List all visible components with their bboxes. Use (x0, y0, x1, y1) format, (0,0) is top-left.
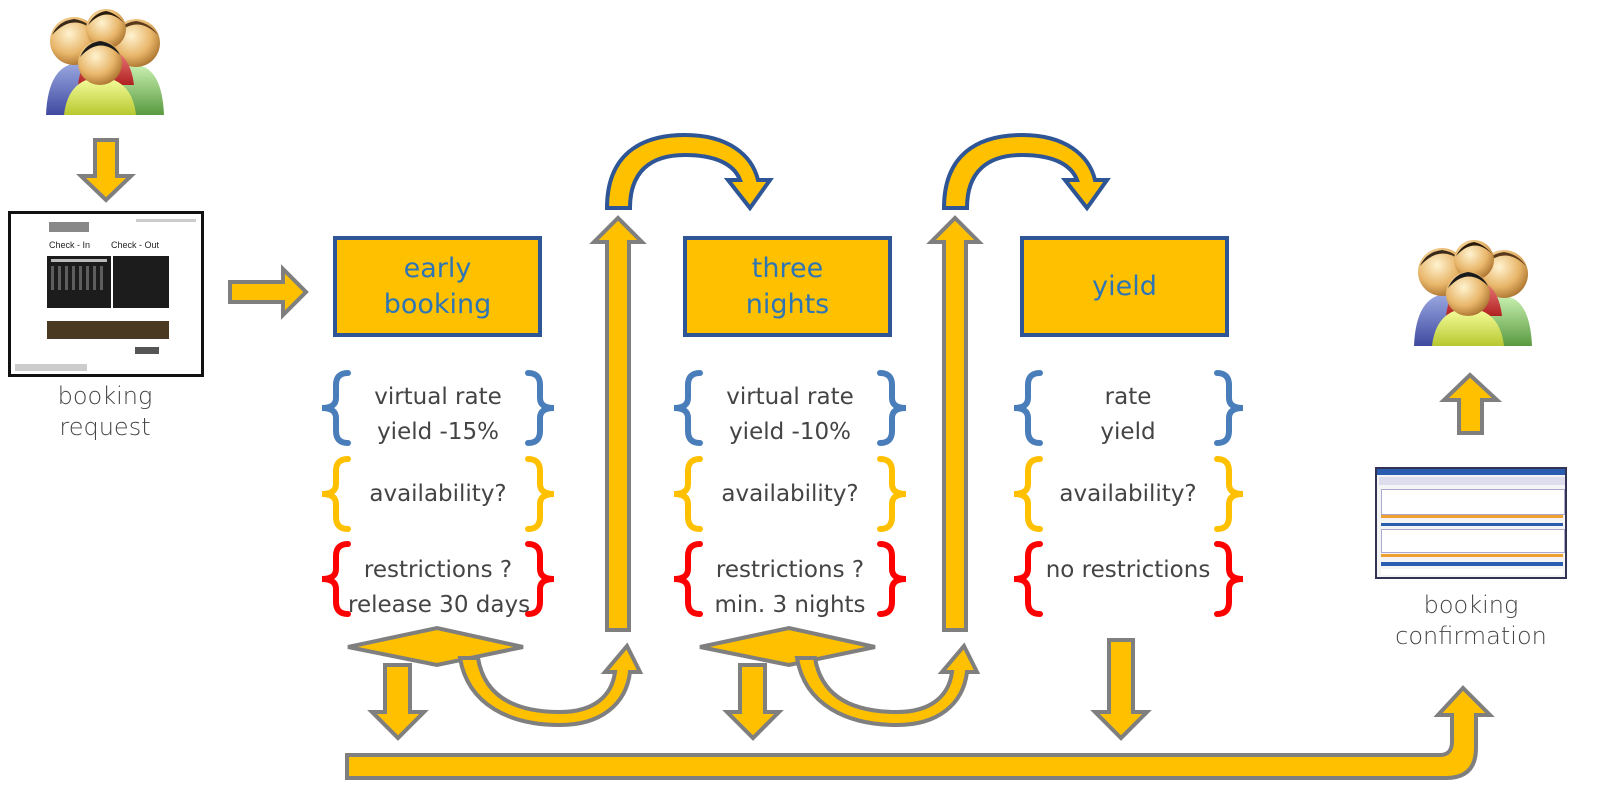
availability-brace-left (1013, 456, 1043, 532)
stage-box-early-booking: early booking (333, 236, 542, 337)
rate-line1: virtual rate (726, 384, 854, 410)
stage-title-line2: booking (383, 288, 492, 320)
stage1-rate-text: virtual rate yield -15% (348, 380, 528, 449)
right-arrow-to-stage1 (228, 264, 309, 320)
availability-brace-left (321, 456, 351, 532)
mock-header-links (136, 219, 196, 222)
down-arrow-reject-2 (722, 663, 784, 741)
restriction-brace-left (321, 541, 351, 617)
availability-line: availability? (369, 481, 507, 507)
mock-checkin-label: Check - In (49, 240, 91, 250)
stage3-rate-text: rate yield (1038, 380, 1218, 449)
rate-brace-right (877, 370, 907, 446)
mock-logo (49, 222, 89, 232)
stage-box-three-nights: three nights (683, 236, 892, 337)
rate-line1: rate (1104, 384, 1152, 410)
brace-group-stage2 (673, 370, 907, 617)
rate-line2: yield -15% (377, 418, 499, 445)
stage-box-yield: yield (1020, 236, 1229, 337)
up-arrow-to-customer (1439, 372, 1503, 435)
stage3-availability-text: availability? (1038, 477, 1218, 512)
availability-brace-right (877, 456, 907, 532)
restriction-line1: restrictions ? (363, 557, 513, 583)
restriction-line2: min. 3 nights (714, 591, 866, 618)
restriction-brace-right (525, 541, 555, 617)
availability-line: availability? (721, 481, 859, 507)
restriction-brace-left (1013, 541, 1043, 617)
stage-title-line1: three (751, 253, 824, 285)
confirmation-label-line2: confirmation (1395, 622, 1547, 651)
stage2-restriction-text: restrictions ? min. 3 nights (700, 553, 880, 622)
booking-request-label: booking request (20, 381, 190, 443)
rate-line2: yield -10% (729, 418, 851, 445)
down-arrow-reject-1 (367, 663, 429, 741)
people-group-icon (46, 9, 164, 115)
mock-search-button (135, 347, 159, 354)
up-arrow-column-2 (926, 215, 984, 632)
mock-bottom-bar (47, 321, 169, 339)
request-label-line2: request (59, 413, 151, 442)
rate-brace-right (525, 370, 555, 446)
mock-checkout-label: Check - Out (111, 240, 160, 250)
availability-brace-right (525, 456, 555, 532)
restriction-brace-left (673, 541, 703, 617)
booking-confirmation-label: booking confirmation (1375, 590, 1567, 652)
rate-brace-left (673, 370, 703, 446)
confirmation-label-line1: booking (1423, 591, 1519, 619)
up-arrow-column-1 (589, 215, 647, 632)
availability-brace-right (1214, 456, 1244, 532)
down-arrow-from-yield (1090, 638, 1152, 741)
rate-brace-right (1214, 370, 1244, 446)
curved-arrow-stage2-to-stage3 (941, 132, 1111, 212)
mock-footer-bar (15, 364, 87, 371)
curved-arrow-accept-1 (457, 642, 644, 728)
restriction-line1: no restrictions (1045, 557, 1211, 583)
restriction-line2: release 30 days (348, 591, 531, 618)
mock-calendar-right (113, 256, 169, 308)
stage3-restriction-text: no restrictions (1038, 553, 1218, 588)
brace-group-stage3 (1013, 370, 1244, 617)
stage2-availability-text: availability? (700, 477, 880, 512)
availability-line: availability? (1059, 481, 1197, 507)
people-group-icon (1414, 240, 1532, 346)
decision-diamond-2 (699, 625, 876, 668)
stage1-availability-text: availability? (348, 477, 528, 512)
curved-arrow-stage1-to-stage2 (604, 132, 774, 212)
rate-brace-left (1013, 370, 1043, 446)
restriction-brace-right (1214, 541, 1244, 617)
mock-calendar-left (47, 256, 111, 308)
decision-diamond-1 (347, 625, 524, 668)
stage2-rate-text: virtual rate yield -10% (700, 380, 880, 449)
rate-line2: yield (1100, 418, 1156, 445)
rate-brace-left (321, 370, 351, 446)
stage-title-line2: nights (745, 288, 830, 320)
restriction-brace-right (877, 541, 907, 617)
booking-form-screenshot: Check - In Check - Out (8, 211, 204, 377)
availability-brace-left (673, 456, 703, 532)
stage-title-line1: yield (1092, 270, 1157, 302)
bottom-arrow-to-confirmation (345, 685, 1495, 780)
restriction-line1: restrictions ? (715, 557, 865, 583)
request-label-line1: booking (57, 382, 153, 410)
confirmation-screenshot (1375, 467, 1567, 579)
down-arrow-to-request (76, 138, 136, 203)
brace-group-stage1 (321, 370, 555, 617)
stage-title-line1: early (403, 253, 472, 285)
stage1-restriction-text: restrictions ? release 30 days (348, 553, 531, 622)
rate-line1: virtual rate (374, 384, 502, 410)
curved-arrow-accept-2 (794, 642, 981, 728)
